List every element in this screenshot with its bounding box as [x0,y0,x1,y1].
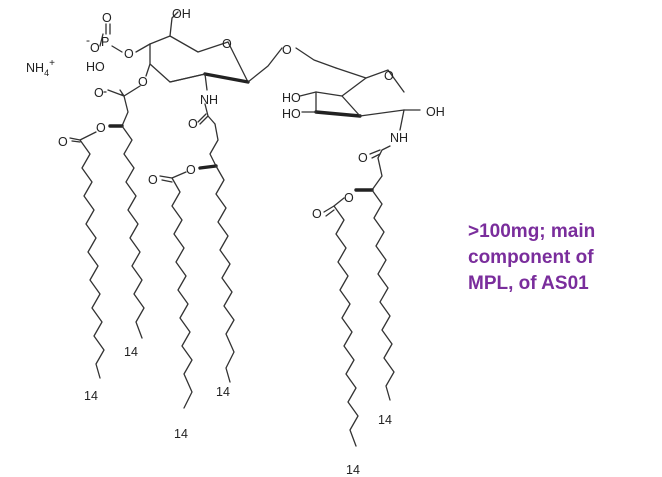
label-amide1-o: O [188,117,198,131]
atom-labels: OH O - P O O HO NH4+ O O O NH O O HO HO … [26,7,445,477]
sugar-ring-1 [149,11,250,84]
label-acyl-o-b: O [186,163,196,177]
label-chain-14-f: 14 [346,463,360,477]
label-phos-o-double: O [102,11,112,25]
phosphate-group [99,23,151,53]
annotation-text: >100mg; main component of MPL, of AS01 [468,219,658,297]
acyl-chain-amide-right [323,109,405,447]
label-chain-14-b: 14 [216,385,230,399]
label-nh-2: NH [390,131,408,145]
label-chain-14-e: 14 [378,413,392,427]
label-ring1-o: O [222,37,232,51]
label-chain-14-c: 14 [84,389,98,403]
annotation-line-2: component of [468,247,594,268]
label-ammonium: NH4+ [26,58,55,78]
label-oh-2: OH [426,105,445,119]
label-ho-2a: HO [282,91,301,105]
label-phos-p: P [101,35,109,49]
label-glyco-o: O [282,43,292,57]
label-ring2-o: O [384,69,394,83]
label-ester1-co: O [94,86,104,100]
label-acyl-o-c: O [344,191,354,205]
label-ester1-o: O [138,75,148,89]
acyl-chain-ester-left [69,63,151,379]
label-acyl-co-c: O [312,207,322,221]
label-phos-ho: HO [86,60,105,74]
label-oh-top: OH [172,7,191,21]
glycosidic-linkage [247,47,337,83]
annotation-line-1: >100mg; main [468,221,596,242]
label-chain-14-a: 14 [124,345,138,359]
annotation-line-3: MPL, of AS01 [468,273,589,294]
label-acyl-co-b: O [148,173,158,187]
label-acyl-o-a: O [96,121,106,135]
label-phos-o-link: O [124,47,134,61]
label-phos-o-minus: O [90,41,100,55]
sugar-ring-2 [299,67,421,118]
label-chain-14-d: 14 [174,427,188,441]
label-ho-2b: HO [282,107,301,121]
label-nh-1: NH [200,93,218,107]
label-acyl-co-a: O [58,135,68,149]
acyl-chain-amide-middle [159,73,235,409]
label-phos-minus: - [86,33,90,47]
label-amide2-o: O [358,151,368,165]
